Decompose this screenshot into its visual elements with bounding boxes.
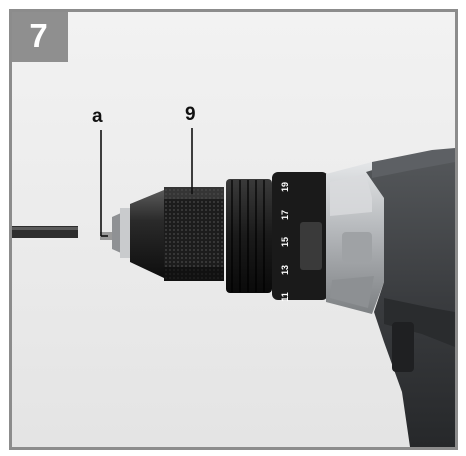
- figure-frame: 19 17 15 13 11 7 a 9: [9, 9, 458, 450]
- figure-number: 7: [29, 16, 48, 54]
- scale-label: 19: [279, 181, 290, 193]
- scale-label: 13: [279, 264, 290, 275]
- chuck-knurled-ring: [164, 187, 224, 281]
- leader-lines: [100, 128, 193, 237]
- drill-bit: [12, 226, 78, 238]
- figure-number-badge: 7: [12, 12, 68, 62]
- torque-scale-ring: [272, 172, 328, 300]
- torque-collar: [226, 179, 272, 293]
- chuck-jaws: [100, 208, 130, 258]
- scale-label: 11: [279, 292, 290, 302]
- scale-label: 15: [279, 236, 290, 248]
- metal-housing: [326, 162, 384, 314]
- scale-labels: 19 17 15 13 11: [276, 182, 294, 302]
- scale-label: 17: [279, 209, 290, 220]
- callout-a-label: a: [92, 106, 103, 127]
- drill-photo: [12, 128, 455, 447]
- callout-9-label: 9: [185, 104, 196, 125]
- drill-body: [366, 148, 455, 447]
- chuck-sleeve: [130, 190, 164, 278]
